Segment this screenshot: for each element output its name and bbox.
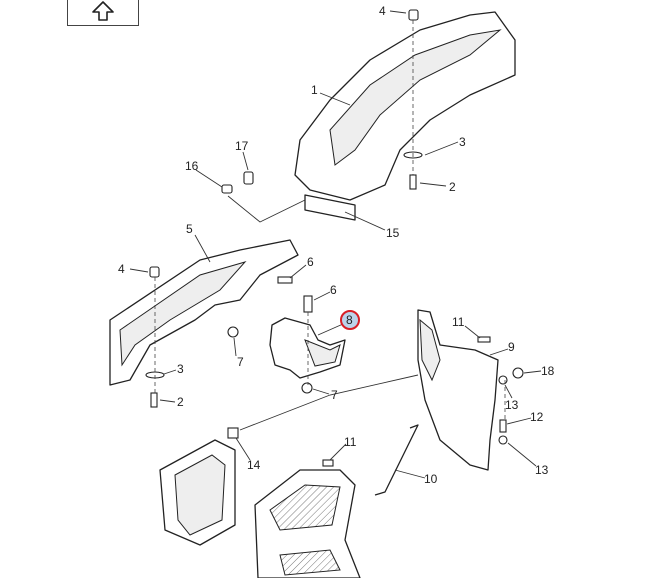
part-10-rod xyxy=(374,424,419,496)
navigate-up-button[interactable] xyxy=(67,0,139,26)
callout-7b[interactable]: 7 xyxy=(331,388,338,402)
callout-3[interactable]: 3 xyxy=(459,135,466,149)
callout-4[interactable]: 4 xyxy=(379,4,386,18)
part-9-mudflap xyxy=(417,309,499,471)
step-assembly xyxy=(254,469,361,578)
part-5-panel xyxy=(109,239,299,386)
callout-6[interactable]: 6 xyxy=(307,255,314,269)
callout-17[interactable]: 17 xyxy=(235,139,249,153)
part-1-fender xyxy=(294,11,516,221)
callout-3b[interactable]: 3 xyxy=(177,362,184,376)
callout-16[interactable]: 16 xyxy=(185,159,199,173)
callout-9[interactable]: 9 xyxy=(508,340,515,354)
callouts: 4 1 3 2 17 16 15 5 4 6 6 8 7 3 2 7 11 9 … xyxy=(118,4,555,486)
callout-7[interactable]: 7 xyxy=(237,355,244,369)
callout-10[interactable]: 10 xyxy=(424,472,438,486)
callout-11b[interactable]: 11 xyxy=(344,435,357,449)
callout-2[interactable]: 2 xyxy=(449,180,456,194)
selected-callout-highlight xyxy=(340,310,360,330)
callout-15[interactable]: 15 xyxy=(386,226,400,240)
callout-5[interactable]: 5 xyxy=(186,222,193,236)
callout-4b[interactable]: 4 xyxy=(118,262,125,276)
callout-18[interactable]: 18 xyxy=(541,364,555,378)
callout-6b[interactable]: 6 xyxy=(330,283,337,297)
callout-8[interactable]: 8 xyxy=(346,313,353,327)
part-14-step-frame xyxy=(159,439,236,546)
callout-13[interactable]: 13 xyxy=(505,398,519,412)
part-8-bracket xyxy=(269,317,346,379)
leader-lines xyxy=(129,10,542,479)
callout-12[interactable]: 12 xyxy=(530,410,544,424)
callout-2b[interactable]: 2 xyxy=(177,395,184,409)
callout-13b[interactable]: 13 xyxy=(535,463,549,477)
callout-1[interactable]: 1 xyxy=(311,83,318,97)
callout-14[interactable]: 14 xyxy=(247,458,261,472)
arrow-up-icon xyxy=(92,1,114,21)
callout-11[interactable]: 11 xyxy=(452,315,465,329)
